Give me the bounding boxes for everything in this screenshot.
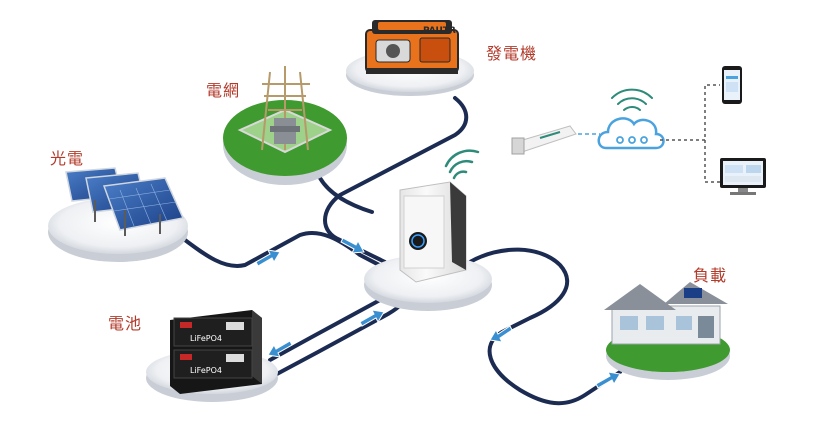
wifi-icon [444,149,480,180]
cable-generator-inverter [323,96,469,264]
load-node [604,282,730,380]
inverter-node [364,149,492,311]
monitoring-cluster [511,66,766,195]
svg-text:LiFePO4: LiFePO4 [190,366,222,375]
cable-grid-inverter [318,176,374,214]
arrow-battery-out [267,340,293,358]
smartphone-icon [722,66,742,104]
cable-inverter-load [468,247,622,406]
cloud-wifi-icon [611,88,653,111]
battery-label: 電池 [108,314,143,333]
battery-rack-icon: LiFePO4 LiFePO4 [170,310,262,394]
link-cloud-devices [660,84,720,183]
svg-text:PAUTR: PAUTR [423,26,456,36]
portable-generator-icon: PAUTR [365,20,459,74]
solar-node [48,167,188,262]
grid-label: 電網 [206,81,241,100]
battery-node: LiFePO4 LiFePO4 [146,310,278,402]
hybrid-inverter-icon [399,181,467,283]
solar-label: 光電 [50,149,85,168]
generator-label: 發電機 [486,44,538,63]
grid-node [223,66,347,185]
arrow-generator [340,237,365,254]
solar-panel-icon [65,167,185,236]
svg-text:LiFePO4: LiFePO4 [190,334,222,343]
wifi-dongle-icon [511,125,577,155]
monitor-icon [720,158,766,195]
arrow-battery-in [359,309,385,327]
generator-node: PAUTR [346,20,474,96]
power-pylon-icon [261,66,310,151]
arrow-solar [255,249,281,267]
load-label: 負載 [693,266,728,285]
flow-arrows [255,237,621,389]
arrow-load-end [595,371,621,389]
house-icon [604,282,728,345]
cloud-icon [597,117,665,150]
arrow-load-mid [489,325,513,343]
cable-solar-inverter [183,230,387,270]
